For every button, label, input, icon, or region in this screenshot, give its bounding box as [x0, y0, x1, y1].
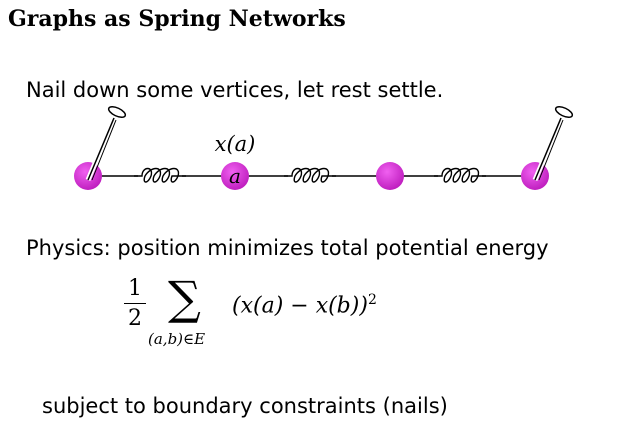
position-label: x(a) — [215, 132, 256, 156]
nail-icon-right — [532, 105, 574, 181]
spring-icon — [284, 166, 336, 186]
node-a: a — [221, 162, 249, 190]
instruction-text: Nail down some vertices, let rest settle… — [26, 78, 444, 102]
fraction-denominator: 2 — [128, 306, 142, 331]
formula-body: (x(a) − x(b))2 — [232, 292, 377, 318]
physics-text: Physics: position minimizes total potent… — [26, 236, 549, 260]
spring-icon — [134, 166, 186, 186]
sum-subscript: (a,b)∈E — [148, 330, 206, 348]
spring-icon — [434, 166, 486, 186]
sum-symbol: ∑ — [168, 271, 201, 325]
slide-title: Graphs as Spring Networks — [8, 6, 346, 32]
fraction-half: 1 2 — [120, 276, 150, 331]
formula-expression: (x(a) − x(b)) — [232, 293, 368, 319]
formula-exponent: 2 — [367, 292, 377, 308]
nail-icon-left — [85, 105, 127, 181]
vertex-label: a — [229, 164, 241, 188]
fraction-numerator: 1 — [128, 276, 142, 301]
node-free — [376, 162, 404, 190]
spring-network-diagram: a x(a) — [74, 105, 574, 190]
constraint-text: subject to boundary constraints (nails) — [42, 394, 448, 418]
